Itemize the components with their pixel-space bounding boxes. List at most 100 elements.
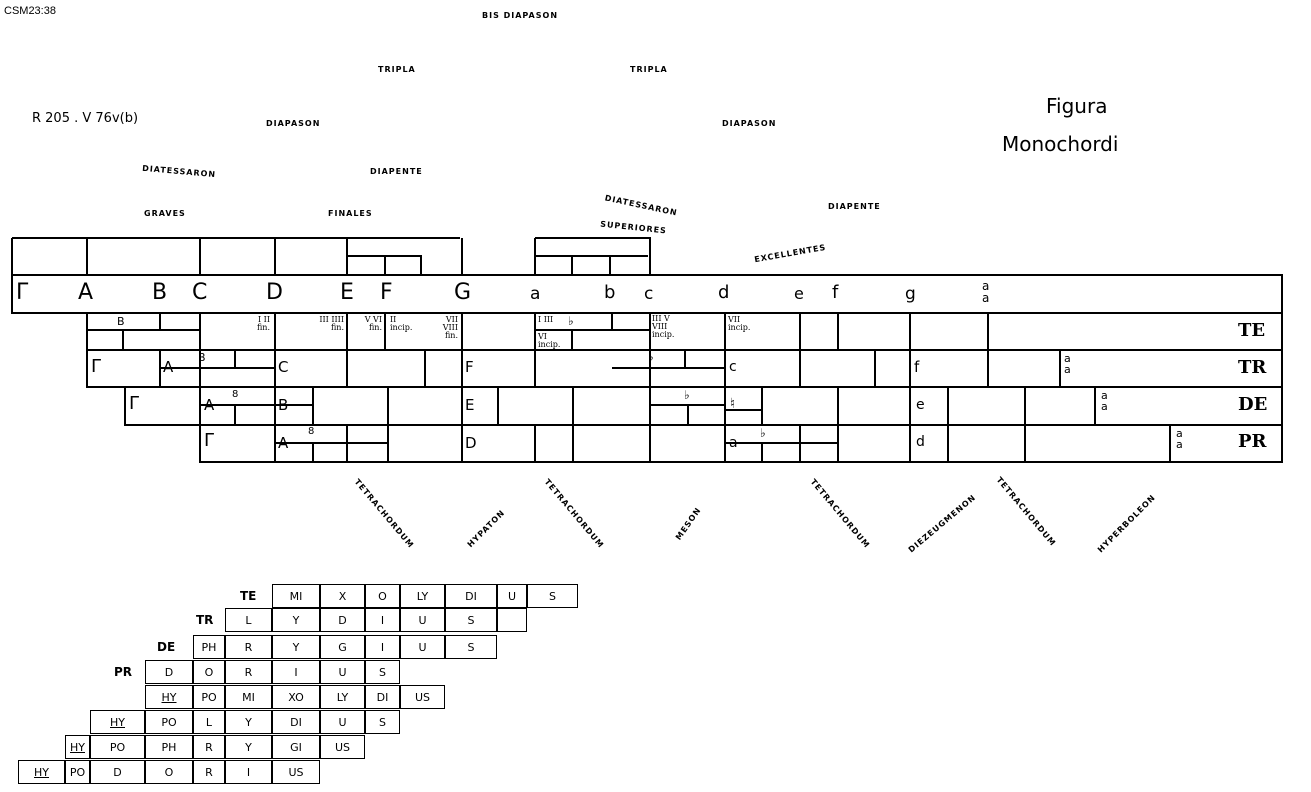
- modes-table-cell: HY: [145, 685, 193, 709]
- modes-table-cell: I: [365, 635, 400, 659]
- title-monochordi: Monochordi: [1002, 132, 1119, 156]
- modes-table-cell: LY: [400, 584, 445, 608]
- modes-table-cell: XO: [272, 685, 320, 709]
- modes-table-cell: HY: [18, 760, 65, 784]
- modes-table-cell: U: [497, 584, 527, 608]
- page-code: CSM23:38: [4, 5, 56, 17]
- gamut-note: a a: [982, 279, 990, 305]
- modes-table-cell: D: [145, 660, 193, 684]
- modes-table-cell: PO: [65, 760, 90, 784]
- modes-table-cell: PO: [145, 710, 193, 734]
- modes-table-cell: S: [365, 710, 400, 734]
- pr-note: d: [916, 434, 925, 450]
- modes-table-cell: PO: [90, 735, 145, 759]
- modes-table-cell: MI: [225, 685, 272, 709]
- modes-table-cell: DI: [365, 685, 400, 709]
- gamut-note: d: [718, 282, 730, 303]
- modes-row-label: DE: [157, 640, 176, 654]
- modes-table-cell: R: [225, 660, 272, 684]
- modes-table-cell: US: [320, 735, 365, 759]
- de-note: Γ: [129, 393, 140, 414]
- de-note: a a: [1101, 389, 1108, 413]
- modes-table-cell: Y: [272, 635, 320, 659]
- modes-table-cell: GI: [272, 735, 320, 759]
- modes-table-cell: R: [225, 635, 272, 659]
- pr-note: D: [465, 434, 477, 452]
- modes-table-cell: PH: [145, 735, 193, 759]
- gamut-note: f: [832, 282, 839, 303]
- row-label-de: DE: [1238, 394, 1268, 415]
- modes-table-cell: G: [320, 635, 365, 659]
- modes-row-label: TR: [196, 613, 214, 627]
- label-diapente-left: DIAPENTE: [370, 167, 423, 176]
- mode-annotation: II incip.: [390, 315, 413, 332]
- modes-table-cell: I: [225, 760, 272, 784]
- tr-note: F: [465, 358, 474, 376]
- modes-table-cell: PO: [193, 685, 225, 709]
- modes-table-cell: [497, 608, 527, 632]
- pr-note: A: [278, 434, 289, 452]
- modes-table-cell: S: [527, 584, 578, 608]
- modes-table-cell: Y: [272, 608, 320, 632]
- gamut-note: b: [604, 282, 616, 303]
- modes-row-label: TE: [240, 589, 257, 603]
- de-note: 8: [232, 389, 239, 400]
- label-graves: GRAVES: [144, 209, 186, 218]
- de-note: A: [204, 396, 215, 414]
- modes-table-cell: I: [272, 660, 320, 684]
- tr-note: f: [914, 358, 920, 376]
- modes-table-cell: U: [400, 635, 445, 659]
- tr-note: B: [198, 351, 206, 364]
- mode-annotation: III IIII fin.: [319, 315, 344, 332]
- modes-table-cell: HY: [65, 735, 90, 759]
- de-note: e: [916, 397, 925, 413]
- modes-row-label: PR: [114, 665, 133, 679]
- modes-table-cell: I: [365, 608, 400, 632]
- modes-table-cell: R: [193, 735, 225, 759]
- gamut-note: E: [340, 280, 354, 305]
- gamut-note: F: [380, 280, 393, 305]
- title-figura: Figura: [1046, 94, 1108, 118]
- modes-table-cell: O: [145, 760, 193, 784]
- gamut-note: C: [192, 280, 208, 305]
- mode-annotation: VII VIII fin.: [442, 315, 458, 340]
- manuscript-reference: R 205 . V 76v(b): [32, 111, 139, 126]
- modes-table-cell: U: [400, 608, 445, 632]
- mode-annotation: VI incip.: [538, 332, 561, 349]
- gamut-note: G: [454, 280, 472, 305]
- row-label-te: TE: [1238, 320, 1266, 341]
- mode-annotation: I III: [538, 315, 554, 324]
- modes-table-cell: HY: [90, 710, 145, 734]
- gamut-note: Γ: [16, 280, 29, 305]
- tr-note: C: [278, 358, 289, 376]
- modes-table-cell: O: [193, 660, 225, 684]
- modes-table-cell: PH: [193, 635, 225, 659]
- pr-note: 8: [308, 426, 315, 437]
- modes-table-cell: DI: [272, 710, 320, 734]
- gamut-note: c: [644, 284, 654, 304]
- gamut-note: a: [530, 284, 541, 304]
- tr-note: ♭: [648, 350, 654, 364]
- tr-note: c: [729, 359, 737, 375]
- modes-table-cell: US: [272, 760, 320, 784]
- pr-note: a a: [1176, 427, 1183, 451]
- tr-note: a a: [1064, 352, 1071, 376]
- de-note: ♭: [684, 388, 690, 402]
- label-finales: FINALES: [328, 209, 373, 218]
- modes-table-cell: X: [320, 584, 365, 608]
- tr-note: Γ: [91, 356, 102, 377]
- modes-table-cell: Y: [225, 710, 272, 734]
- pr-note: ♭: [760, 426, 766, 440]
- de-note: B: [278, 396, 289, 414]
- label-tripla-right: TRIPLA: [630, 65, 668, 74]
- modes-table-cell: US: [400, 685, 445, 709]
- te-note-b: B: [117, 315, 125, 328]
- modes-table-cell: R: [193, 760, 225, 784]
- modes-table-cell: D: [320, 608, 365, 632]
- pr-note: a: [729, 435, 738, 451]
- de-note: ♮: [730, 396, 736, 412]
- modes-table-cell: L: [225, 608, 272, 632]
- modes-table-cell: U: [320, 660, 365, 684]
